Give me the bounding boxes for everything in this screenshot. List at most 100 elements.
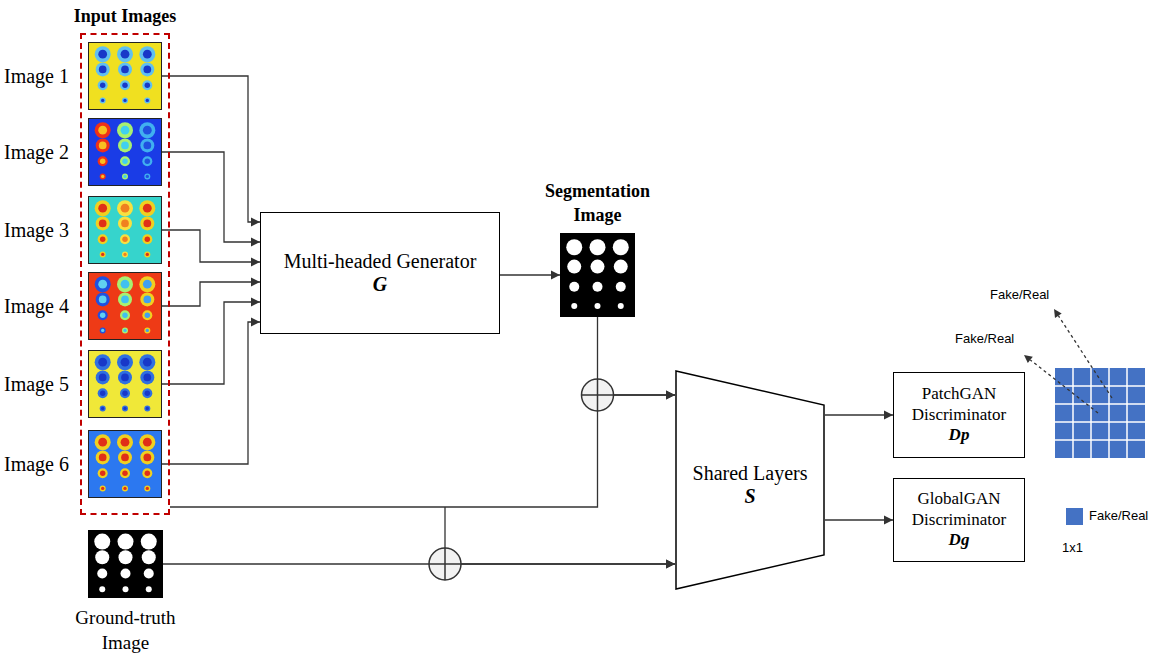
defect-core [122,236,128,242]
defect-ring [142,156,152,166]
defect-ring [139,200,155,216]
defect-mask [146,586,152,592]
connector [162,76,260,227]
defect-mask [94,534,110,550]
image-ground [89,273,161,339]
image-ground [89,119,161,185]
box-symbol: Dg [949,530,970,550]
defect-mask [142,550,156,564]
defect-ring [122,485,128,491]
defect-core [143,204,152,213]
image-ground [89,431,161,497]
defect-ring [120,310,130,320]
arrow-head [251,318,260,327]
image-ground [89,351,161,417]
defect-ring [142,234,152,244]
defect-core [146,487,149,490]
defect-ring [140,450,154,464]
connector [825,411,893,420]
defect-mask [593,282,603,292]
defect-ring [95,122,111,138]
defect-mask [569,282,579,292]
defect-core [99,454,107,462]
defect-core [123,329,126,332]
defect-ring [117,46,133,62]
box-symbol: Dp [949,425,970,445]
defect-ring [96,216,110,230]
defect-ring [100,97,106,103]
defect-ring [120,156,130,166]
ground-truth-label: Ground-truth Image [66,606,186,655]
box-title: GlobalGAN Discriminator [900,489,1018,530]
defect-core [145,390,151,396]
defect-core [98,438,107,447]
defect-ring [139,122,155,138]
image-ground [89,197,161,263]
defect-mask [95,550,109,564]
input-image: Image 6 [88,430,162,498]
defect-ring [144,405,150,411]
defect-core [100,390,106,396]
connector-line [170,395,675,507]
defect-core [145,470,151,476]
concat-symbol [582,379,614,411]
defect-mask [613,239,629,255]
defect-core [122,470,128,476]
defect-core [143,280,152,289]
defect-ring [120,468,130,478]
leader-line [1030,360,1098,413]
connector-line [162,302,260,384]
shared-layers: Shared LayersS [675,370,825,590]
heatmap-image [89,431,161,497]
defect-core [146,99,149,102]
defect-mask [591,260,605,274]
defect-mask [144,569,154,579]
defect-ring [98,80,108,90]
connector [162,298,260,385]
connector-line [825,519,893,520]
defect-mask [121,569,131,579]
patch-grid-lines [1055,368,1145,458]
defect-mask [141,534,157,550]
defect-core [101,253,104,256]
defect-mask [99,586,105,592]
patch-grid [1055,368,1145,458]
defect-core [100,236,106,242]
arrow-head [251,238,260,247]
defect-ring [98,156,108,166]
arrow-head [666,560,675,569]
defect-mask [590,239,606,255]
defect-ring [120,388,130,398]
defect-core [123,253,126,256]
defect-core [100,158,106,164]
defect-ring [96,292,110,306]
output-size-label: 1x1 [1062,540,1083,555]
defect-ring [117,354,133,370]
defect-ring [95,434,111,450]
defect-core [99,142,107,150]
heatmap-image [89,273,161,339]
defect-ring [122,405,128,411]
defect-ring [95,354,111,370]
group-title: Input Images [74,6,177,27]
box-content: Shared LayersS [675,370,825,590]
defect-ring [100,405,106,411]
defect-ring [140,292,154,306]
trapezoid-shape [676,371,824,589]
leader-head [1054,309,1062,318]
image-label: Image 3 [4,219,69,242]
defect-ring [98,234,108,244]
defect-core [146,329,149,332]
defect-ring [120,80,130,90]
image-ground [89,43,161,109]
defect-core [101,175,104,178]
defect-core [121,296,129,304]
defect-core [121,204,130,213]
mask-image-node: Ground-truth Image [88,530,163,598]
arrow-head [251,218,260,227]
defect-ring [144,327,150,333]
mask-image [560,233,635,317]
defect-ring [118,370,132,384]
defect-core [122,312,128,318]
